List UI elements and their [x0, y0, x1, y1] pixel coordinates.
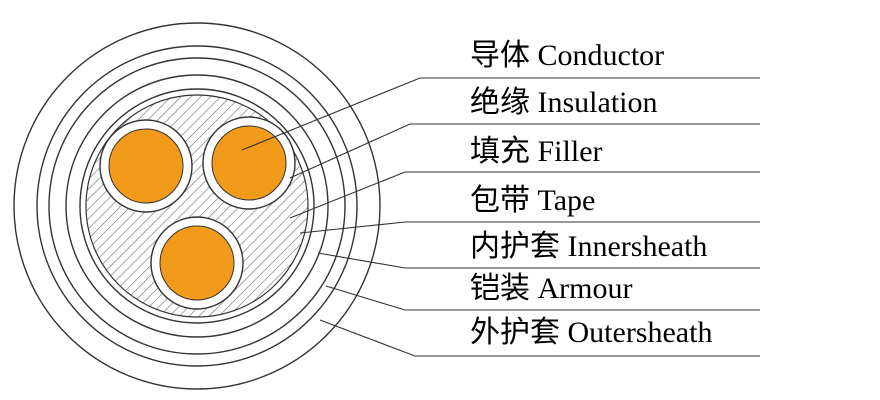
core-right: [202, 116, 296, 210]
leader-armour: [325, 285, 760, 311]
leader-outersheath: [319, 319, 760, 357]
label-conductor: 导体 Conductor: [470, 39, 665, 72]
leader-conductor: [241, 77, 760, 151]
leader-tape: [299, 221, 760, 234]
label-tape: 包带 Tape: [470, 184, 596, 217]
core-left: [99, 119, 193, 213]
leader-innersheath: [317, 252, 760, 269]
conductor: [159, 225, 235, 301]
core-bottom: [150, 216, 244, 310]
label-innersheath: 内护套 Innersheath: [470, 230, 708, 263]
conductor: [108, 128, 184, 204]
label-filler: 填充 Filler: [470, 135, 603, 168]
leader-filler: [289, 171, 760, 219]
label-insulation: 绝缘 Insulation: [470, 86, 658, 119]
leader-insulation: [289, 123, 760, 179]
label-armour: 铠装 Armour: [470, 272, 633, 305]
conductor: [211, 125, 287, 201]
label-outersheath: 外护套 Outersheath: [470, 316, 713, 349]
